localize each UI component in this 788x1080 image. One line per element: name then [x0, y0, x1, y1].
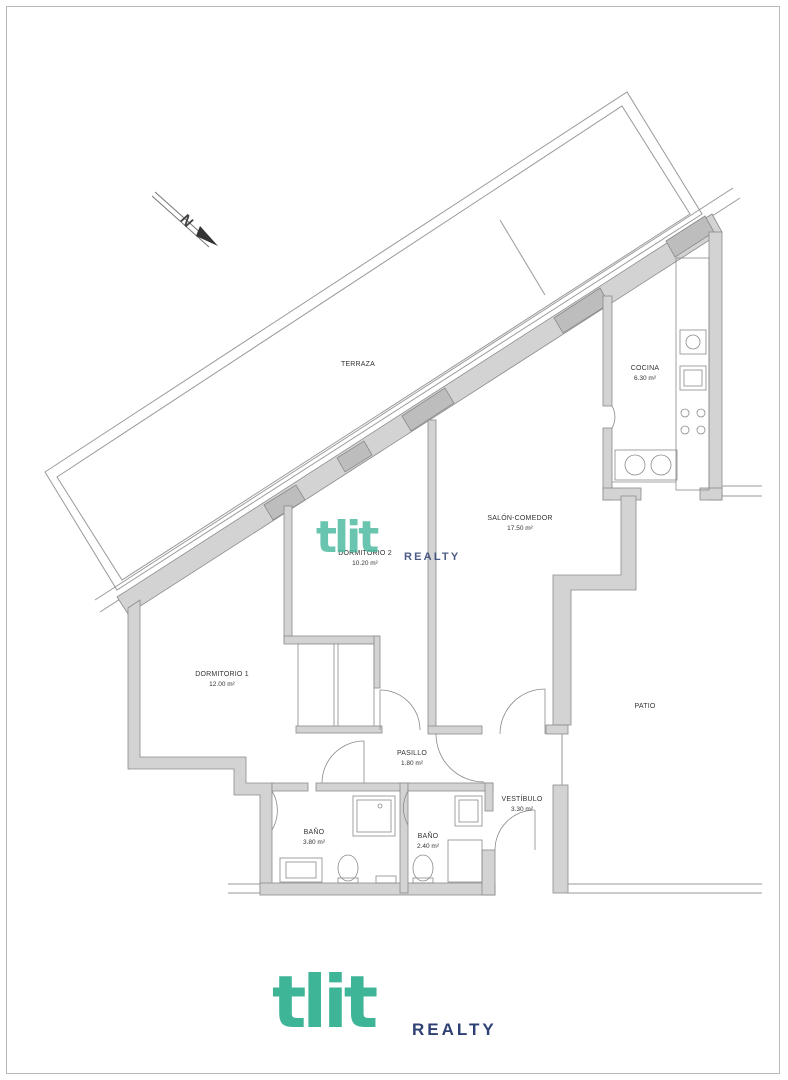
room-area-cocina: 6.30 m²	[634, 375, 657, 382]
watermark-logo-mark: tlit	[316, 512, 379, 563]
ground-lines	[228, 485, 762, 894]
north-arrow-icon: N	[151, 191, 218, 248]
terrace-outline	[44, 91, 703, 591]
room-area-bano1: 3.80 m²	[303, 839, 326, 846]
room-name-bano2: BAÑO	[418, 831, 439, 840]
bathroom2-fixtures	[412, 795, 483, 884]
room-area-bano2: 2.40 m²	[417, 843, 440, 850]
room-name-salon: SALÓN-COMEDOR	[487, 513, 552, 522]
room-area-pasillo: 1.80 m²	[401, 760, 424, 767]
brand-logo-word: REALTY	[412, 1020, 497, 1039]
kitchen-fixtures	[612, 257, 710, 491]
room-labels: TERRAZA COCINA 6.30 m² SALÓN-COMEDOR 17.…	[195, 361, 659, 850]
watermark-logo-word: REALTY	[404, 551, 461, 563]
room-name-bano1: BAÑO	[304, 827, 325, 836]
room-name-cocina: COCINA	[631, 365, 660, 372]
room-area-dormitorio2: 10.20 m²	[352, 560, 378, 567]
walls	[127, 231, 723, 896]
room-area-salon: 17.50 m²	[507, 525, 533, 532]
room-area-vestibulo: 3.30 m²	[511, 806, 534, 813]
room-area-dormitorio1: 12.00 m²	[209, 681, 235, 688]
room-name-dormitorio2: DORMITORIO 2	[338, 550, 392, 557]
facade-wall	[116, 213, 723, 615]
room-name-dormitorio1: DORMITORIO 1	[195, 671, 249, 678]
bathroom1-fixtures	[279, 795, 397, 884]
room-name-terraza: TERRAZA	[341, 361, 375, 368]
plan-frame	[6, 6, 780, 1074]
room-name-vestibulo: VESTÍBULO	[501, 794, 542, 803]
doors	[271, 405, 616, 851]
room-name-patio: PATIO	[635, 703, 656, 710]
brand-logo-mark: tlit	[272, 960, 378, 1044]
room-name-pasillo: PASILLO	[397, 750, 427, 757]
